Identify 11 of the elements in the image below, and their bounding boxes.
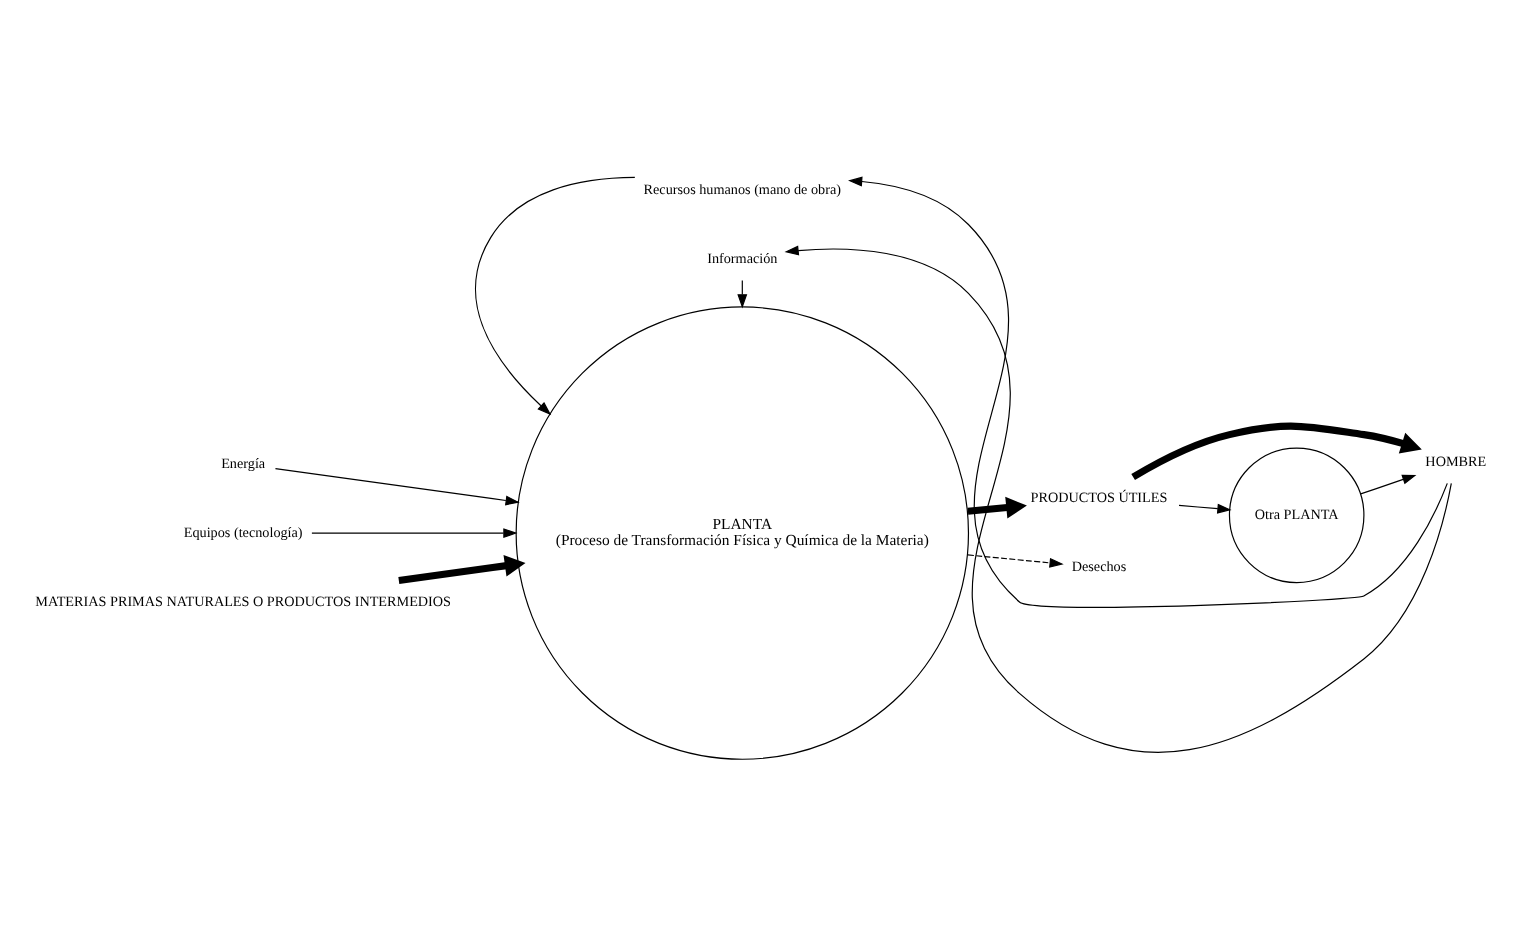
arrow xyxy=(967,496,1027,519)
arrow xyxy=(311,528,518,539)
arrow xyxy=(848,176,1448,608)
arrow xyxy=(398,555,526,585)
arrow xyxy=(1360,474,1417,495)
arrow xyxy=(475,176,636,416)
arrow xyxy=(784,245,1452,753)
arrow xyxy=(274,468,520,506)
arrow xyxy=(1131,422,1422,481)
arrow xyxy=(1178,503,1232,514)
arrow xyxy=(967,554,1064,568)
